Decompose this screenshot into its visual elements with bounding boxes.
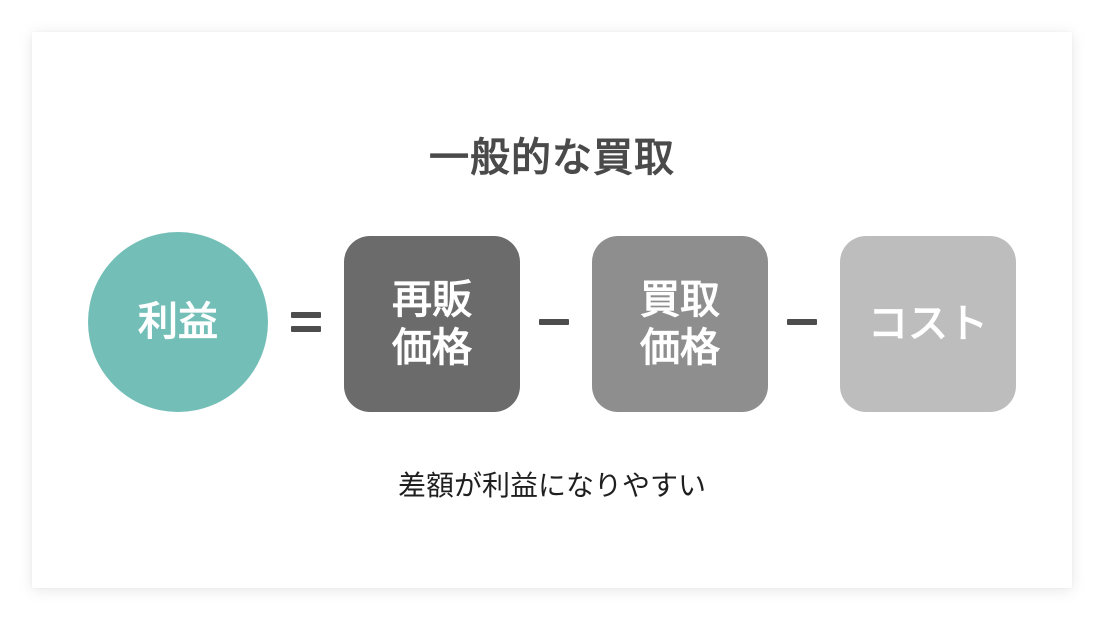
equals-bar-bottom [291, 326, 321, 332]
purchase-price-line-2: 価格 [640, 325, 720, 371]
minus-bar-1 [539, 319, 569, 325]
minus-bar-2 [787, 319, 817, 325]
diagram-title: 一般的な買取 [429, 135, 675, 181]
equals-sign: = [284, 300, 328, 344]
profit-formula: 利益 = 再販 価格 − 買取 価格 − [32, 232, 1072, 412]
resale-price-line-2: 価格 [392, 325, 472, 371]
minus-sign-2: − [780, 300, 824, 344]
equals-bar-top [291, 312, 321, 318]
equals-symbol-text: = [306, 322, 307, 323]
purchase-price-box: 買取 価格 [592, 236, 768, 412]
diagram-card: 一般的な買取 利益 = 再販 価格 − 買取 価格 [32, 32, 1072, 588]
diagram-caption: 差額が利益になりやすい [397, 469, 706, 502]
purchase-price-line-1: 買取 [640, 277, 720, 323]
profit-circle: 利益 [88, 232, 268, 412]
cost-label: コスト [868, 301, 988, 347]
resale-price-line-1: 再販 [392, 277, 472, 323]
profit-label: 利益 [138, 299, 218, 345]
cost-box: コスト [840, 236, 1016, 412]
minus-sign-1: − [532, 300, 576, 344]
resale-price-box: 再販 価格 [344, 236, 520, 412]
